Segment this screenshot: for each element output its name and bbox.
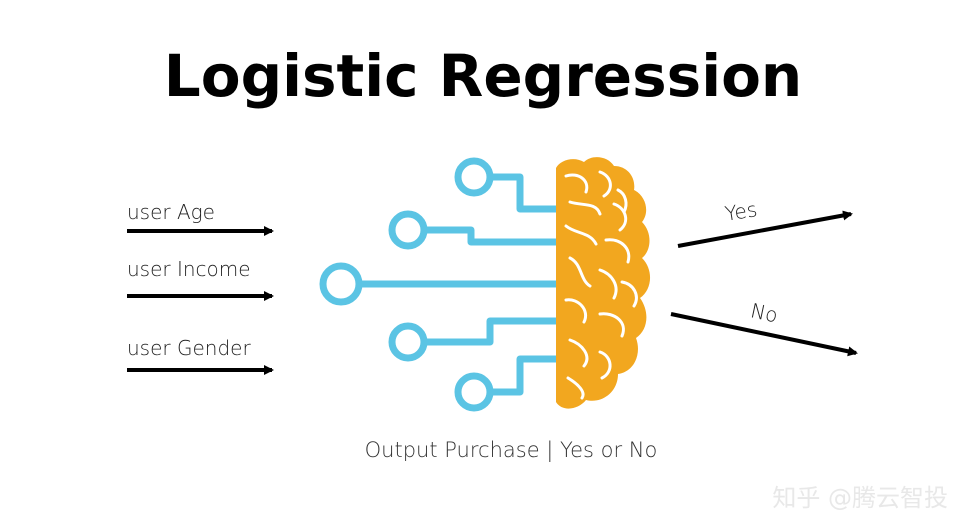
brain-icon — [556, 157, 651, 409]
input-label-income: user Income — [127, 257, 251, 281]
page-title: Logistic Regression — [163, 42, 803, 110]
output-arrow-no — [670, 312, 858, 357]
output-label-yes: Yes — [723, 197, 759, 226]
output-arrow-yes — [677, 210, 853, 248]
circuit-icon — [319, 157, 560, 412]
input-label-gender: user Gender — [127, 336, 251, 360]
input-label-age: user Age — [127, 200, 215, 224]
caption: Output Purchase | Yes or No — [364, 438, 658, 462]
watermark: 知乎 @腾云智投 — [772, 484, 948, 512]
